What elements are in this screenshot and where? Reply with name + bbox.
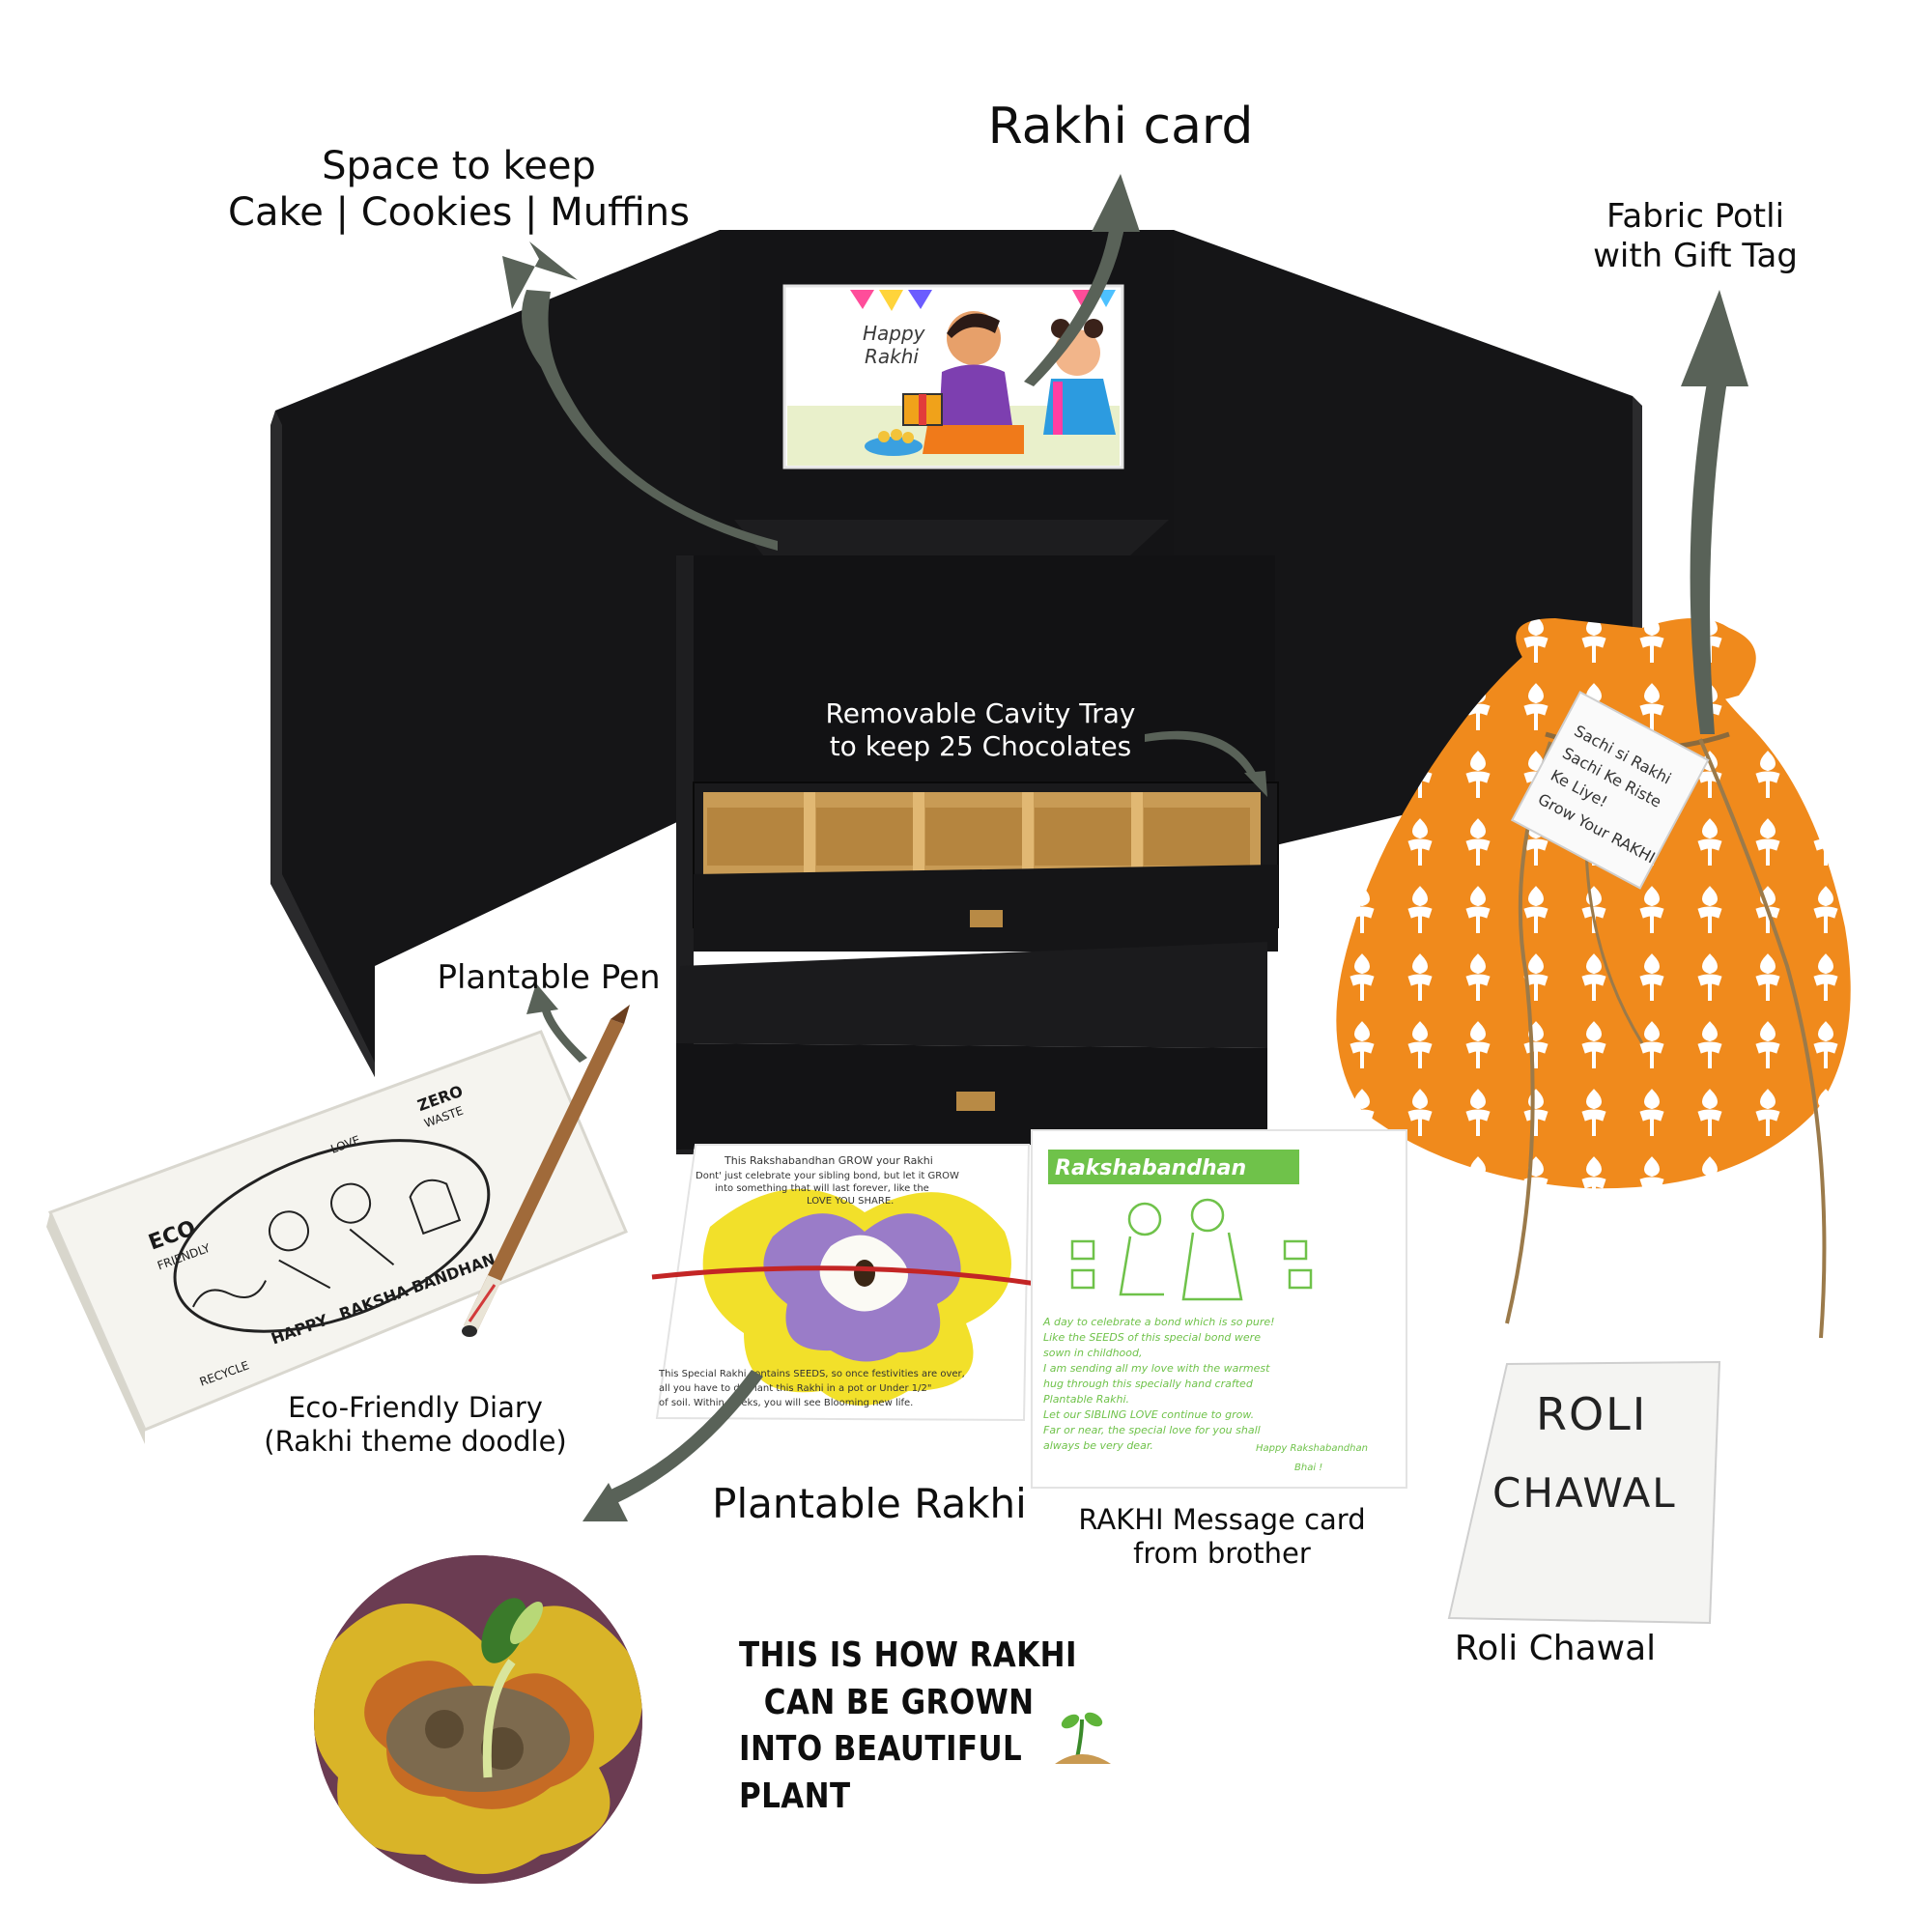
label-potli: Fabric Potli with Gift Tag: [1555, 197, 1835, 276]
label-space-line1: Space to keep: [322, 144, 596, 188]
arrow-card-head: [1092, 174, 1140, 232]
grown-rakhi-photo: [314, 1555, 642, 1884]
arrow-pen-head: [526, 983, 558, 1014]
message-line-1: Like the SEEDS of this special bond were: [1043, 1331, 1261, 1344]
sprout-icon: [1055, 1712, 1111, 1764]
message-sign1: Happy Rakshabandhan: [1256, 1443, 1368, 1454]
label-message-line1: RAKHI Message card: [1078, 1503, 1366, 1536]
label-tray: Removable Cavity Tray to keep 25 Chocola…: [753, 697, 1208, 762]
seed-card-bottom3: of soil. Within weeks, you will see Bloo…: [659, 1398, 913, 1408]
label-grow-line2: CAN BE GROWN: [763, 1682, 1035, 1722]
arrow-tray-head: [1244, 771, 1267, 797]
seed-card-line2: Dont' just celebrate your sibling bond, …: [696, 1171, 959, 1181]
message-line-6: Let our SIBLING LOVE continue to grow.: [1043, 1408, 1254, 1421]
label-diary-line2: (Rakhi theme doodle): [264, 1424, 567, 1458]
arrow-space-head: [502, 242, 578, 309]
label-pen: Plantable Pen: [437, 958, 661, 997]
eco-diary: ECO FRIENDLY ZERO WASTE LOVE HAPPY RAKSH…: [46, 1030, 628, 1444]
arrow-card: [1024, 217, 1125, 386]
label-potli-line2: with Gift Tag: [1593, 236, 1798, 275]
message-line-5: Plantable Rakhi.: [1043, 1393, 1129, 1406]
arrow-space: [522, 290, 778, 551]
card-rakhi-text: Rakhi: [865, 345, 919, 368]
label-message: RAKHI Message card from brother: [1048, 1503, 1396, 1571]
annotation-arrows: [502, 174, 1748, 1521]
label-tray-line1: Removable Cavity Tray: [825, 697, 1136, 729]
label-diary-line1: Eco-Friendly Diary: [288, 1391, 543, 1424]
plantable-pen: [462, 1005, 630, 1337]
label-tray-line2: to keep 25 Chocolates: [829, 729, 1132, 762]
message-banner: Rakshabandhan: [1055, 1156, 1246, 1180]
label-grow-line1: THIS IS HOW RAKHI: [739, 1635, 1077, 1675]
seed-card-bottom1: This Special Rakhi contains SEEDS, so on…: [658, 1369, 965, 1379]
plantable-rakhi-card: This Rakshabandhan GROW your Rakhi Dont'…: [651, 1144, 1044, 1422]
arrow-pen: [541, 1003, 587, 1063]
message-card: Rakshabandhan A day to celebrate a bond …: [1031, 1129, 1407, 1489]
seed-card-heading: This Rakshabandhan GROW your Rakhi: [724, 1154, 933, 1167]
message-line-7: Far or near, the special love for you sh…: [1043, 1424, 1261, 1436]
label-potli-line1: Fabric Potli: [1605, 197, 1785, 236]
label-grow-line3: INTO BEAUTIFUL PLANT: [739, 1729, 1023, 1816]
message-line-2: sown in childhood,: [1043, 1347, 1142, 1359]
arrow-potli: [1690, 367, 1729, 734]
seed-card-line3: into something that will last forever, l…: [715, 1183, 929, 1194]
arrow-tray: [1145, 730, 1256, 778]
label-space-line2: Cake | Cookies | Muffins: [228, 190, 690, 235]
roli-chawal-packet: ROLI CHAWAL: [1447, 1360, 1721, 1625]
label-roli: Roli Chawal: [1454, 1629, 1657, 1668]
message-line-4: hug through this specially hand crafted: [1043, 1378, 1254, 1390]
label-rakhi-card: Rakhi card: [987, 98, 1254, 156]
label-diary: Eco-Friendly Diary (Rakhi theme doodle): [222, 1391, 609, 1459]
seed-card-line4: LOVE YOU SHARE.: [807, 1196, 894, 1207]
seed-card-bottom2: all you have to do Plant this Rakhi in a…: [659, 1383, 931, 1394]
rakhi-card-art: Happy Rakhi: [782, 284, 1124, 469]
message-sign2: Bhai !: [1294, 1463, 1322, 1473]
label-grow: THIS IS HOW RAKHI CAN BE GROWN INTO BEAU…: [739, 1633, 1088, 1820]
message-line-3: I am sending all my love with the warmes…: [1043, 1362, 1270, 1375]
message-line-8: always be very dear.: [1043, 1439, 1153, 1452]
top-drawer-tray[interactable]: [693, 781, 1279, 952]
label-plantable-rakhi: Plantable Rakhi: [712, 1480, 1027, 1527]
bottom-drawer[interactable]: [676, 942, 1267, 1150]
gift-tag: Sachi si Rakhi Sachi Ke Riste Ke Liye! G…: [1510, 691, 1710, 890]
arrow-grow: [604, 1370, 763, 1507]
message-line-0: A day to celebrate a bond which is so pu…: [1042, 1316, 1275, 1328]
packet-line1: ROLI: [1536, 1388, 1647, 1440]
arrow-potli-head: [1681, 290, 1748, 386]
label-space: Space to keep Cake | Cookies | Muffins: [203, 143, 715, 236]
arrow-grow-head: [582, 1483, 628, 1521]
label-message-line2: from brother: [1133, 1536, 1311, 1570]
card-happy-text: Happy: [863, 322, 926, 345]
packet-line2: CHAWAL: [1492, 1469, 1677, 1517]
